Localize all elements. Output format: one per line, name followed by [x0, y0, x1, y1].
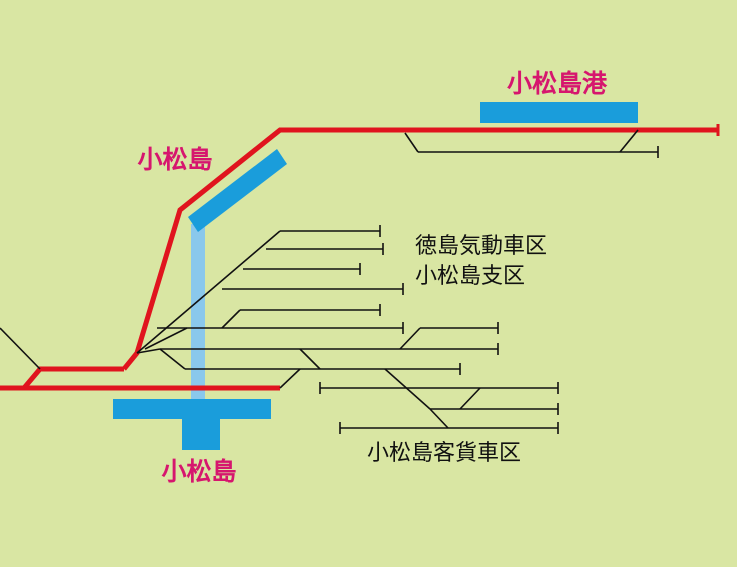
- platform-komatsushima-port: [480, 102, 638, 123]
- main-line-through: [0, 366, 124, 391]
- platform-komatsushima-lower-stem: [182, 418, 220, 450]
- station-label-komatsushima-lower: 小松島: [161, 457, 236, 486]
- depot-label-freight: 小松島客貨車区: [367, 441, 521, 466]
- platform-komatsushima-lower: [113, 399, 271, 419]
- yard-tracks: [0, 129, 659, 434]
- platform-komatsushima-upper: [188, 149, 287, 232]
- depot-label-komatsushima-branch: 小松島支区: [415, 264, 525, 289]
- station-label-komatsushima-port: 小松島港: [507, 69, 608, 98]
- main-line-port-branch: [122, 127, 718, 371]
- platform-connector: [191, 224, 205, 402]
- depot-label-tokushima: 徳島気動車区: [415, 234, 547, 259]
- station-label-komatsushima-upper: 小松島: [137, 145, 212, 174]
